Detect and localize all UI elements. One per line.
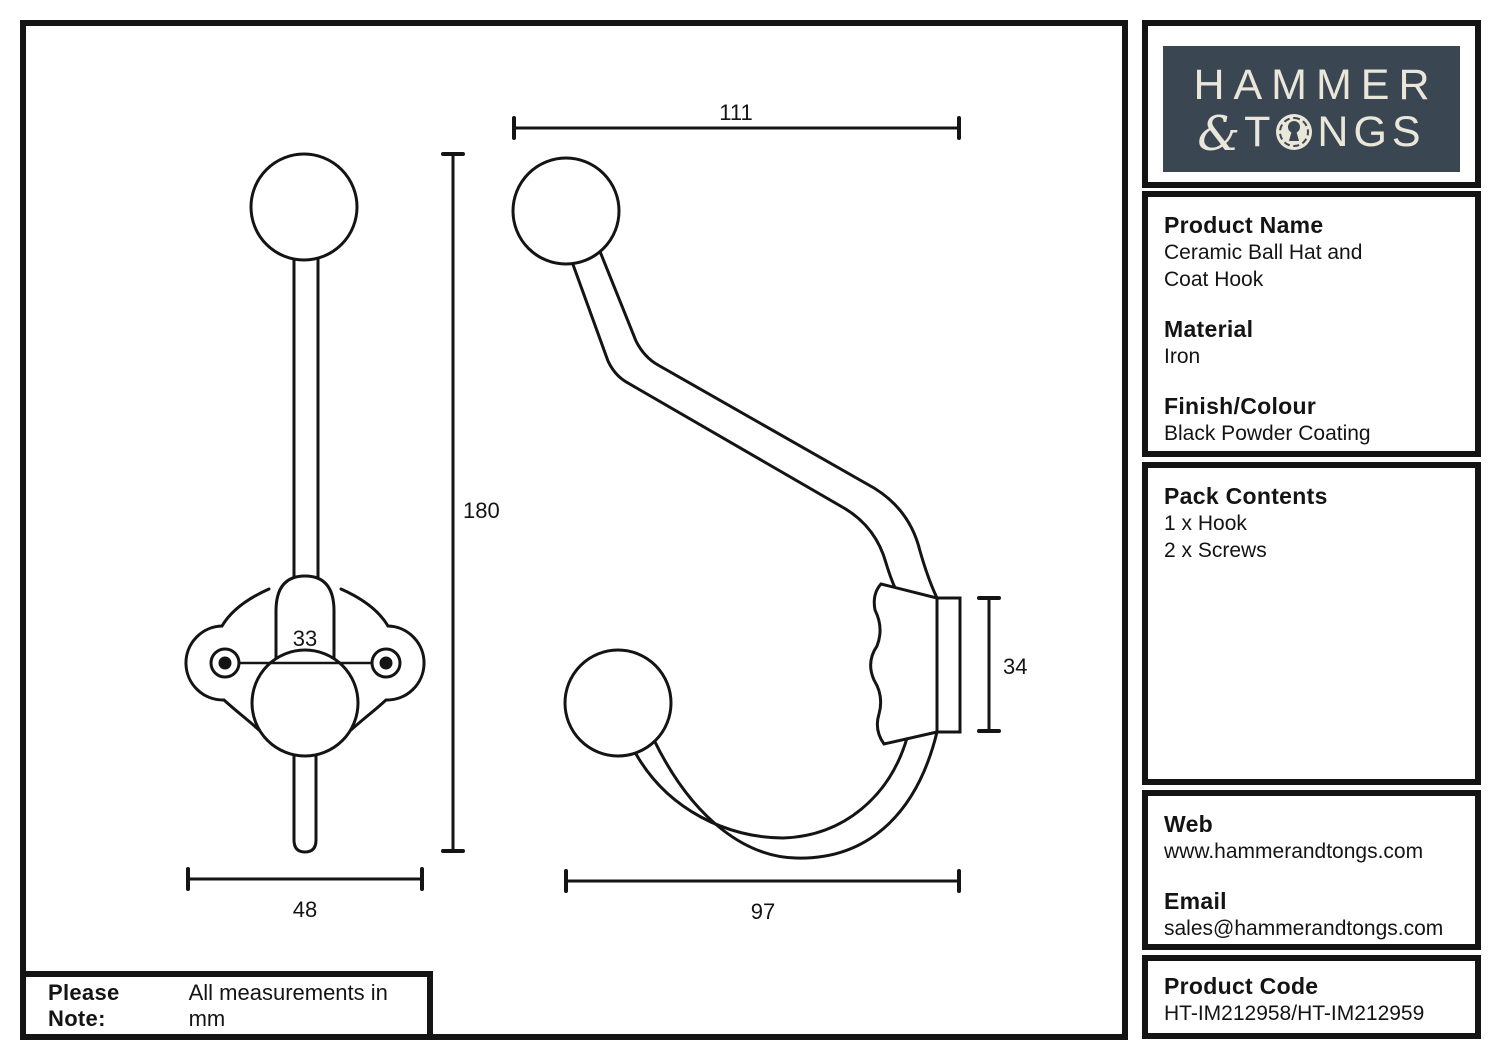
product-code-value: HT-IM212958/HT-IM212959	[1164, 1002, 1425, 1025]
product-info-box: Product Name Ceramic Ball Hat and Coat H…	[1142, 191, 1481, 457]
technical-drawing: 33 180 48	[184, 100, 1027, 924]
side-plate-edge	[935, 596, 962, 734]
measurement-note: Please Note: All measurements in mm	[20, 971, 433, 1040]
material-group: Material Iron	[1164, 316, 1459, 370]
product-name-group: Product Name Ceramic Ball Hat and Coat H…	[1164, 212, 1459, 293]
dim-label-34: 34	[1003, 654, 1027, 679]
material-heading: Material	[1164, 316, 1254, 342]
screw-hole-right-icon	[370, 647, 402, 679]
screw-hole-left-icon	[209, 647, 241, 679]
note-label: Please Note:	[48, 979, 120, 1031]
ampersand-glyph: &	[1197, 106, 1241, 162]
side-plate-profile	[869, 582, 939, 746]
product-code-box: Product Code HT-IM212958/HT-IM212959	[1142, 955, 1481, 1039]
email-heading: Email	[1164, 888, 1227, 914]
side-hook-ball	[563, 648, 673, 758]
logo-word-hammer: HAMMER	[1193, 61, 1439, 109]
front-plate-dome	[274, 574, 336, 664]
front-upper-stem	[292, 249, 320, 590]
dim-line-97	[564, 869, 961, 893]
front-hook-ball	[250, 648, 360, 758]
dim-label-111: 111	[719, 100, 752, 125]
logo-letters-ngs: NGS	[1317, 108, 1426, 156]
dim-label-33: 33	[293, 626, 317, 651]
material-value: Iron	[1164, 345, 1201, 368]
web-group: Web www.hammerandtongs.com	[1164, 811, 1459, 865]
note-text: All measurements in mm	[188, 979, 388, 1031]
pack-contents-heading: Pack Contents	[1164, 483, 1328, 509]
pack-contents-box: Pack Contents 1 x Hook 2 x Screws	[1142, 462, 1481, 785]
brand-logo: HAMMER & T NGS	[1163, 46, 1460, 172]
dim-label-48: 48	[293, 897, 317, 922]
dim-line-34	[977, 596, 1001, 733]
finish-value: Black Powder Coating	[1164, 422, 1371, 445]
web-heading: Web	[1164, 811, 1214, 837]
contact-box: Web www.hammerandtongs.com Email sales@h…	[1142, 790, 1481, 950]
side-upper-stem-inner	[569, 257, 901, 598]
front-lower-stem	[292, 714, 318, 854]
front-plate-right-wing	[339, 587, 426, 732]
product-name-heading: Product Name	[1164, 212, 1324, 238]
dim-line-180	[441, 152, 465, 853]
side-upper-stem-outer	[597, 247, 939, 600]
front-plate-left-wing	[184, 587, 271, 732]
dim-line-48	[186, 867, 424, 891]
side-hook-curve-outer	[652, 730, 939, 860]
email-address: sales@hammerandtongs.com	[1164, 917, 1444, 940]
front-top-ball	[249, 152, 359, 262]
product-code-heading: Product Code	[1164, 973, 1319, 999]
pack-item-screws: 2 x Screws	[1164, 539, 1267, 562]
product-name-line1: Ceramic Ball Hat and	[1164, 241, 1363, 264]
logo-word-tongs: & T NGS	[1197, 106, 1426, 162]
dim-label-97: 97	[751, 899, 775, 924]
dim-line-111	[512, 116, 961, 140]
side-top-ball	[511, 156, 621, 266]
logo-letter-t: T	[1244, 108, 1276, 156]
finish-heading: Finish/Colour	[1164, 393, 1317, 419]
pack-item-hook: 1 x Hook	[1164, 512, 1247, 535]
drawing-panel: 33 180 48	[20, 20, 1128, 1040]
web-url: www.hammerandtongs.com	[1164, 840, 1424, 863]
front-view-drawing: 33 180 48	[184, 152, 500, 922]
keyhole-stem	[1289, 130, 1300, 141]
keyhole-ring	[1279, 117, 1310, 147]
keyhole-icon	[1276, 114, 1313, 150]
finish-group: Finish/Colour Black Powder Coating	[1164, 393, 1459, 447]
product-name-line2: Coat Hook	[1164, 268, 1264, 291]
side-view-drawing: 111 34 97	[511, 100, 1027, 924]
email-group: Email sales@hammerandtongs.com	[1164, 888, 1459, 942]
brand-logo-box: HAMMER & T NGS	[1142, 20, 1481, 188]
dim-label-180: 180	[463, 498, 500, 523]
side-hook-curve-inner	[634, 736, 909, 840]
